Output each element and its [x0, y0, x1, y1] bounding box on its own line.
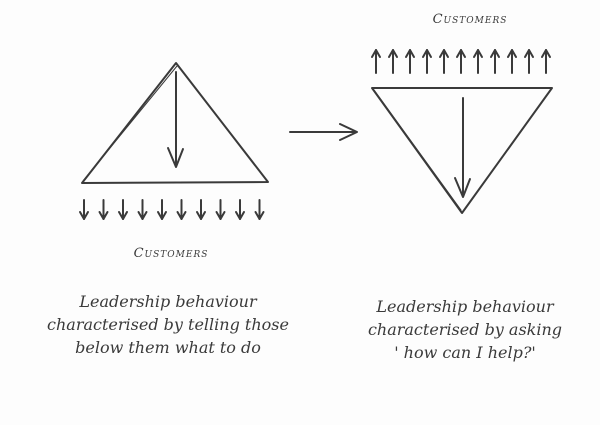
down-arrow-icon [137, 199, 148, 220]
up-arrow-icon [507, 49, 517, 74]
up-arrow-icon [405, 49, 415, 74]
left-triangle [81, 62, 269, 184]
up-arrow-icon [371, 49, 381, 74]
down-arrow-icon [215, 199, 226, 220]
up-arrow-icon [541, 49, 551, 74]
up-arrow-icon [473, 49, 483, 74]
right-inverted-triangle [371, 87, 553, 214]
down-arrow-icon [79, 199, 89, 220]
up-arrow-icon [456, 49, 466, 74]
right-arrow-icon [289, 123, 358, 141]
up-arrow-icon [422, 49, 432, 74]
down-arrow-icon [157, 199, 167, 220]
down-arrow-icon [176, 199, 187, 220]
up-arrow-icon [524, 49, 534, 74]
left-internal-down-arrow-icon [167, 71, 184, 168]
up-arrow-icon [388, 49, 398, 74]
caption-right-line: Leadership behaviour [376, 297, 554, 316]
down-arrow-icon [254, 199, 265, 220]
down-arrow-icon [196, 199, 206, 220]
down-arrow-icon [98, 199, 109, 220]
caption-left-line: Leadership behaviour [79, 292, 257, 311]
up-arrow-icon [490, 49, 500, 74]
down-arrow-icon [235, 199, 245, 220]
right-customer-arrows [371, 49, 551, 74]
right-internal-down-arrow-icon [454, 97, 471, 198]
caption-left: Leadership behaviour characterised by te… [18, 290, 318, 359]
down-arrow-icon [118, 199, 128, 220]
caption-right-line: characterised by asking [367, 320, 563, 339]
customers-label-top: Customers [432, 12, 508, 27]
customers-label-bottom: Customers [133, 246, 209, 261]
caption-right: Leadership behaviour characterised by as… [340, 295, 590, 364]
up-arrow-icon [439, 49, 449, 74]
caption-right-line: ' how can I help?' [394, 343, 536, 362]
left-customer-arrows [79, 199, 265, 220]
caption-left-line: characterised by telling those [47, 315, 289, 334]
caption-left-line: below them what to do [75, 338, 261, 357]
